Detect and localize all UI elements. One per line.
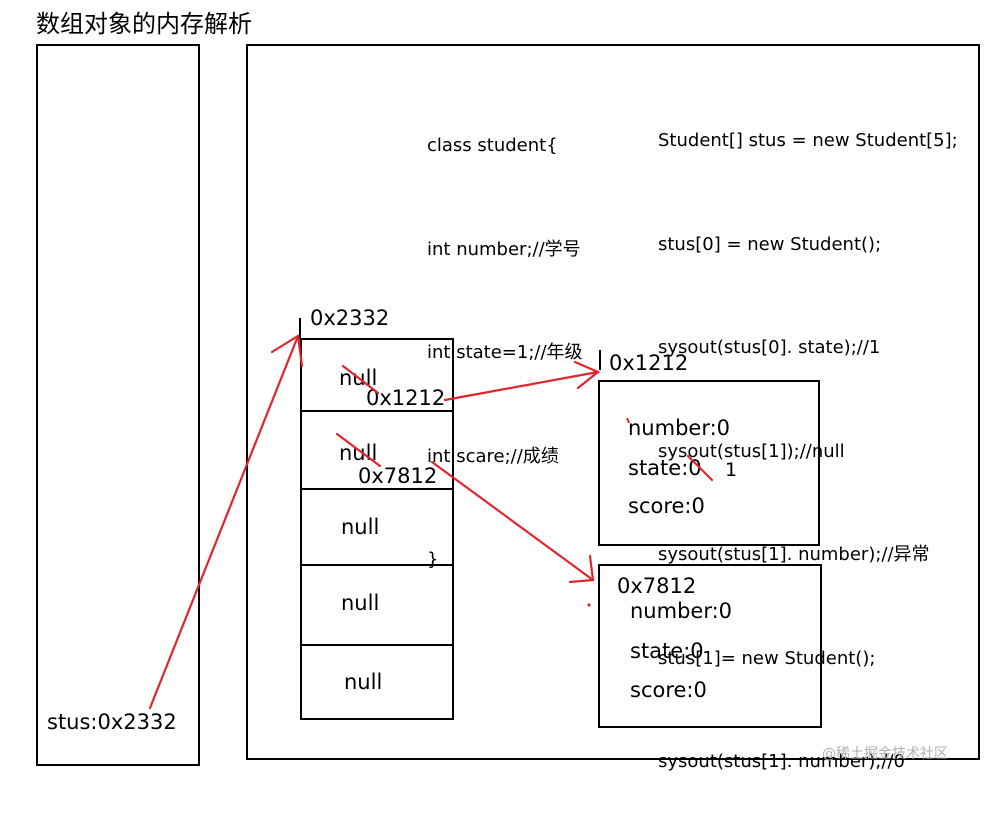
object-field: number:0 bbox=[628, 416, 731, 440]
object-box bbox=[598, 380, 820, 546]
code-line: int state=1;//年级 bbox=[427, 342, 583, 363]
state-correction: 1 bbox=[725, 459, 738, 481]
overwrite-address: 0x7812 bbox=[358, 464, 438, 488]
object-box bbox=[598, 564, 822, 728]
array-cell bbox=[300, 644, 454, 720]
page-title: 数组对象的内存解析 bbox=[36, 10, 252, 38]
code-line: class student{ bbox=[427, 135, 558, 156]
code-line: int scare;//成绩 bbox=[427, 445, 559, 467]
object-field: score:0 bbox=[630, 678, 707, 702]
arrow-cell-to-object-1212 bbox=[443, 360, 601, 402]
strike-mark bbox=[686, 454, 714, 482]
array-cell-value: null bbox=[341, 515, 380, 539]
code-line: sysout(stus[1]);//null bbox=[658, 440, 845, 462]
arrow-stack-to-array bbox=[148, 334, 304, 710]
object-address: 0x7812 bbox=[617, 574, 697, 598]
object-address: 0x1212 bbox=[609, 351, 689, 375]
arrow-cell-to-object-7812 bbox=[430, 460, 595, 584]
arrows-overlay bbox=[148, 318, 714, 710]
object-field: state:0 bbox=[630, 639, 704, 663]
heap-area bbox=[246, 44, 980, 760]
code-line: sysout(stus[1]. number);//0 bbox=[658, 751, 905, 772]
code-line: Student[] stus = new Student[5]; bbox=[658, 130, 958, 151]
overwrite-address: 0x1212 bbox=[366, 386, 446, 410]
strike-mark bbox=[341, 364, 380, 395]
stack-variable: stus:0x2332 bbox=[47, 710, 177, 734]
main-code: Student[] stus = new Student[5]; stus[0]… bbox=[658, 55, 958, 814]
stack-area bbox=[36, 44, 200, 766]
watermark: @稀土掘金技术社区 bbox=[822, 746, 948, 762]
object-field: state:0 bbox=[628, 456, 702, 480]
strike-mark bbox=[335, 432, 382, 468]
class-code: class student{ int number;//学号 int state… bbox=[427, 60, 583, 612]
ink-dot bbox=[587, 603, 591, 607]
code-line: int number;//学号 bbox=[427, 238, 581, 260]
code-line: sysout(stus[0]. state);//1 bbox=[658, 337, 881, 358]
code-line: sysout(stus[1]. number);//异常 bbox=[658, 544, 930, 565]
code-line: stus[1]= new Student(); bbox=[658, 647, 876, 669]
array-cell-value: null bbox=[339, 441, 378, 465]
array-cell-value: null bbox=[344, 670, 383, 694]
object-field: number:0 bbox=[630, 599, 733, 623]
code-line: } bbox=[427, 549, 439, 570]
array-cell-value: null bbox=[341, 591, 380, 615]
array-address: 0x2332 bbox=[310, 306, 390, 330]
object-field: score:0 bbox=[628, 494, 705, 518]
code-line: stus[0] = new Student(); bbox=[658, 233, 882, 255]
ink-dot bbox=[626, 417, 630, 424]
